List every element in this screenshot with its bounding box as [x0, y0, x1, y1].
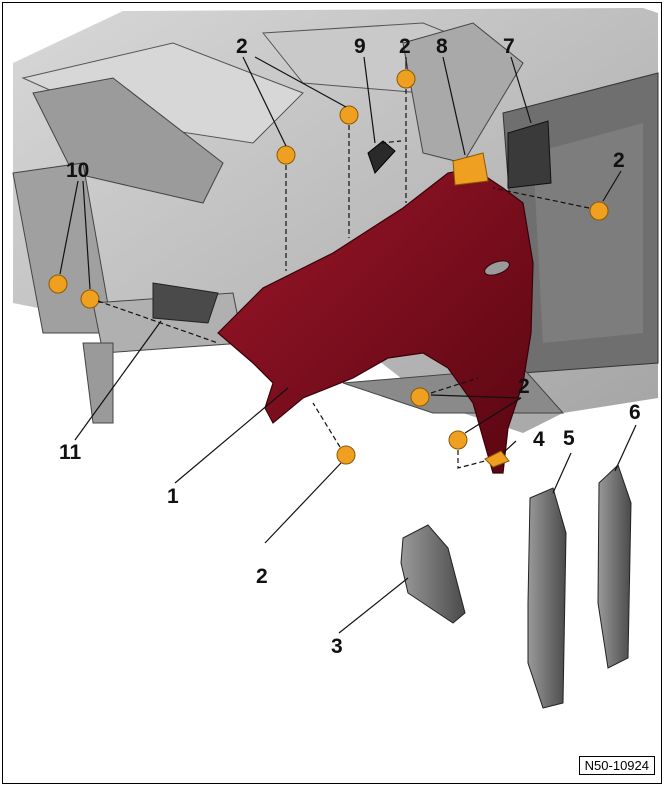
part-6-seal-strip — [597, 464, 632, 669]
callout-2: 2 — [399, 35, 411, 58]
callout-3: 3 — [331, 635, 343, 658]
callout-10: 10 — [66, 159, 89, 182]
bolt-icon — [410, 387, 430, 407]
bolt-group — [48, 69, 609, 465]
callout-4: 4 — [533, 428, 545, 451]
callout-2: 2 — [518, 375, 530, 398]
part-7-seal-bracket — [507, 120, 552, 189]
figure-reference-code: N50-10924 — [578, 756, 655, 775]
callout-2: 2 — [256, 565, 268, 588]
part-5-seal-strip — [527, 487, 567, 709]
part-8-spacer — [452, 152, 489, 186]
front-fender — [217, 167, 534, 474]
bolt-icon — [396, 69, 416, 89]
callout-9: 9 — [354, 35, 366, 58]
bolt-icon — [276, 145, 296, 165]
bolt-icon — [448, 430, 468, 450]
bolt-icon — [336, 445, 356, 465]
callout-labels: 2 9 2 8 7 2 10 11 1 2 2 4 5 6 3 — [59, 35, 641, 658]
exploded-view-drawing: 2 9 2 8 7 2 10 11 1 2 2 4 5 6 3 — [12, 8, 659, 709]
assembly-lines — [97, 89, 590, 469]
vehicle-body-shell — [12, 8, 659, 433]
callout-8: 8 — [436, 35, 448, 58]
callout-7: 7 — [503, 35, 515, 58]
callout-11: 11 — [59, 441, 82, 464]
leader-lines — [59, 56, 637, 634]
callout-2: 2 — [613, 149, 625, 172]
part-3-foam-block — [400, 524, 466, 624]
callout-6: 6 — [629, 401, 641, 424]
callout-1: 1 — [167, 485, 179, 508]
bolt-icon — [589, 201, 609, 221]
callout-2: 2 — [236, 35, 248, 58]
fender-indicator-cutout — [484, 260, 510, 276]
part-4-clip — [484, 450, 510, 468]
part-9-clip — [367, 140, 396, 174]
bolt-icon — [48, 274, 68, 294]
bolt-icon — [80, 289, 100, 309]
bolt-icon — [339, 105, 359, 125]
callout-5: 5 — [563, 427, 575, 450]
